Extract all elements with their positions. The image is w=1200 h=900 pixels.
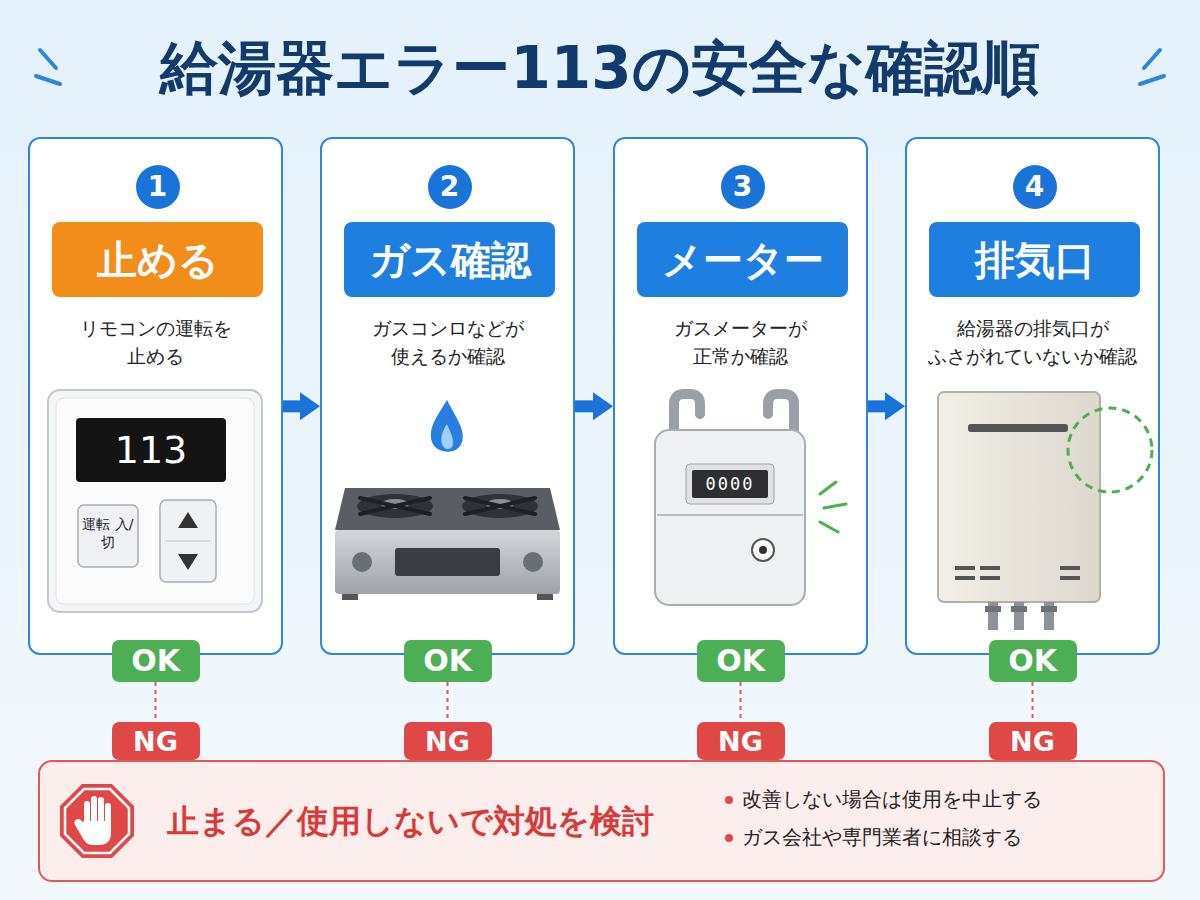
node-label: 止める	[97, 240, 219, 280]
stop-panel: 止まる／使用しないで対処を検討 改善しない場合は使用を中止するガス会社や専門業者に…	[38, 760, 1165, 882]
node-label: 排気口	[975, 240, 1095, 280]
ng-tab: NG	[697, 722, 785, 760]
step-number: 2	[428, 165, 472, 209]
ng-tab: NG	[112, 722, 200, 760]
ok-tab: OK	[404, 640, 492, 682]
node-label: NG	[1010, 728, 1055, 755]
stop-hand-icon	[60, 784, 134, 858]
step-heading: ガス確認	[344, 222, 555, 297]
step-card: 3 メーターガスメーターが 正常か確認	[613, 137, 868, 655]
panel-ground	[38, 760, 1165, 882]
step-description: ガスメーターが 正常か確認	[651, 315, 831, 370]
panel-bullet: ガス会社や専門業者に相談する	[742, 824, 1022, 851]
step-number: 4	[1013, 165, 1057, 209]
diagram-title: 給湯器エラー113の安全な確認順	[0, 30, 1200, 108]
node-label: OK	[131, 646, 180, 676]
step-number: 3	[721, 165, 765, 209]
step-card: 4 排気口給湯器の排気口が ふさがれていないか確認	[905, 137, 1160, 655]
gas-stove-illustration	[335, 400, 560, 600]
meter-digits: 0000	[692, 470, 768, 498]
node-label: OK	[423, 646, 472, 676]
step-heading: 排気口	[929, 222, 1140, 297]
display-code: 113	[76, 418, 226, 482]
node-label: 2	[440, 173, 459, 201]
node-label: NG	[133, 728, 178, 755]
node-label: 1	[148, 173, 167, 201]
step-description: 給湯器の排気口が ふさがれていないか確認	[923, 315, 1143, 370]
remote-illustration	[48, 390, 262, 612]
step-card: 2 ガス確認ガスコンロなどが 使えるか確認	[320, 137, 575, 655]
node-label: 4	[1025, 173, 1044, 201]
node-label: OK	[1008, 646, 1057, 676]
button-label: 運転 入/切	[78, 516, 138, 556]
step-card: 1 止めるリモコンの運転を 止める	[28, 137, 283, 655]
step-heading: メーター	[637, 222, 848, 297]
node-label: OK	[716, 646, 765, 676]
panel-heading: 止まる／使用しないで対処を検討	[167, 800, 654, 844]
card-grounds	[28, 137, 1160, 655]
ng-tab: NG	[404, 722, 492, 760]
step-heading: 止める	[52, 222, 263, 297]
ng-tab: NG	[989, 722, 1077, 760]
ok-tab: OK	[989, 640, 1077, 682]
ng-leader	[447, 682, 449, 722]
node-label: メーター	[662, 240, 824, 280]
gas-meter-illustration	[655, 394, 846, 605]
node-label: 3	[733, 173, 752, 201]
water-heater-illustration	[938, 392, 1152, 630]
flow-arrow	[868, 400, 885, 412]
ng-leader	[155, 682, 157, 722]
flow-arrow	[575, 400, 593, 412]
step-description: ガスコンロなどが 使えるか確認	[348, 315, 548, 370]
ok-tab: OK	[697, 640, 785, 682]
node-label: NG	[718, 728, 763, 755]
ok-tab: OK	[112, 640, 200, 682]
panel-bullet: 改善しない場合は使用を中止する	[742, 786, 1042, 813]
step-description: リモコンの運転を 止める	[71, 315, 241, 370]
ng-leader	[740, 682, 742, 722]
node-label: ガス確認	[369, 240, 531, 280]
node-label: NG	[425, 728, 470, 755]
flow-arrow	[283, 400, 300, 412]
ng-leader	[1032, 682, 1034, 722]
step-number: 1	[136, 165, 180, 209]
